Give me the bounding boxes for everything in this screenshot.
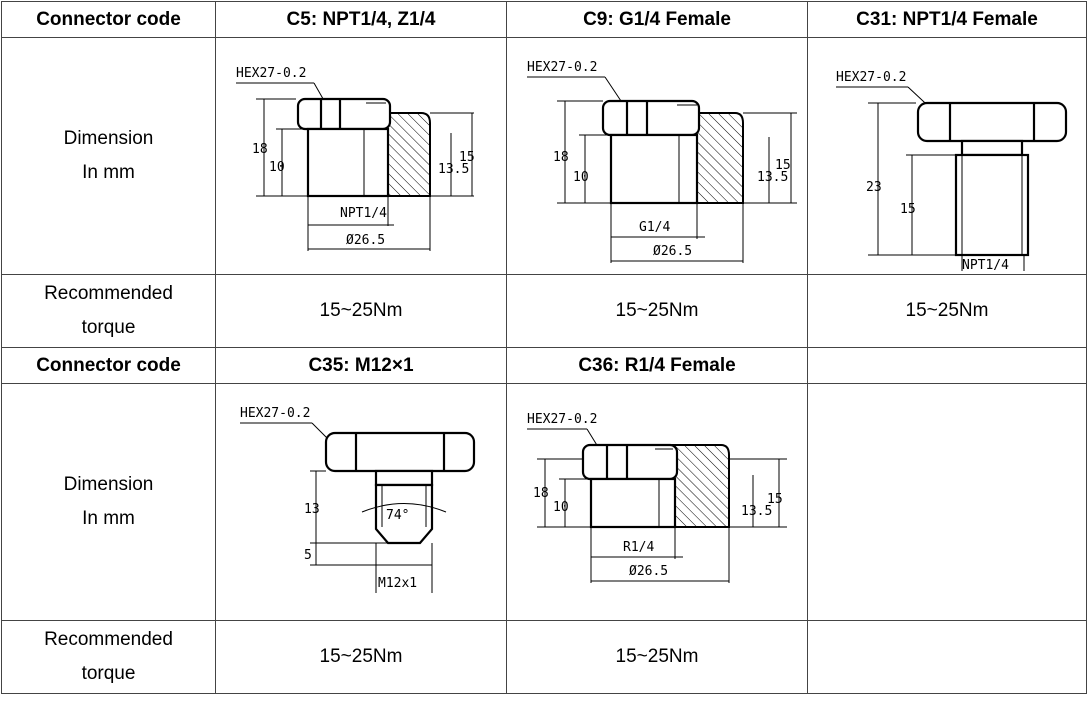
c35-hex-label: HEX27-0.2 bbox=[240, 406, 310, 421]
c5-h-outer: 15 bbox=[459, 150, 475, 165]
drawing-cell-empty bbox=[807, 383, 1087, 621]
torque-c35: 15~25Nm bbox=[215, 620, 507, 694]
connector-code-c5: C5: NPT1/4, Z1/4 bbox=[215, 1, 507, 38]
c31-drawing: HEX27-0.2 23 15 NPT1/4 bbox=[836, 70, 1068, 271]
c5-h-thread: 13.5 bbox=[438, 162, 469, 177]
connector-code-empty bbox=[807, 347, 1087, 384]
drawing-cell-c36: HEX27-0.2 18 10 13.5 bbox=[506, 383, 808, 621]
c36-diameter: Ø26.5 bbox=[629, 564, 668, 579]
torque-c31: 15~25Nm bbox=[807, 274, 1087, 348]
c9-h-outer: 15 bbox=[775, 158, 791, 173]
c5-thread: NPT1/4 bbox=[340, 206, 387, 221]
dimension-label: Dimension In mm bbox=[1, 37, 216, 275]
c9-hex-label: HEX27-0.2 bbox=[527, 60, 597, 75]
c9-h-thread: 13.5 bbox=[757, 170, 788, 185]
c36-hex-label: HEX27-0.2 bbox=[527, 412, 597, 427]
dimension-label-2: Dimension In mm bbox=[1, 383, 216, 621]
connector-code-c36: C36: R1/4 Female bbox=[506, 347, 808, 384]
torque-empty bbox=[807, 620, 1087, 694]
c9-h-inner: 10 bbox=[573, 170, 589, 185]
drawing-cell-c35: HEX27-0.2 74° 13 5 M12x1 bbox=[215, 383, 507, 621]
c5-hex-label: HEX27-0.2 bbox=[236, 66, 306, 81]
c31-h-total: 23 bbox=[866, 180, 882, 195]
torque-c5: 15~25Nm bbox=[215, 274, 507, 348]
c36-h-total: 18 bbox=[533, 486, 549, 501]
header-label: Connector code bbox=[1, 1, 216, 38]
drawing-cell-c31: HEX27-0.2 23 15 NPT1/4 bbox=[807, 37, 1087, 275]
c5-diameter: Ø26.5 bbox=[346, 233, 385, 248]
torque-c36: 15~25Nm bbox=[506, 620, 808, 694]
connector-code-c35: C35: M12×1 bbox=[215, 347, 507, 384]
c5-drawing: HEX27-0.2 18 10 bbox=[236, 66, 475, 251]
torque-row-1: Recommended torque 15~25Nm 15~25Nm 15~25… bbox=[1, 274, 1087, 348]
connector-code-c31: C31: NPT1/4 Female bbox=[807, 1, 1087, 38]
torque-row-2: Recommended torque 15~25Nm 15~25Nm bbox=[1, 620, 1087, 694]
c36-h-thread: 13.5 bbox=[741, 504, 772, 519]
c35-drawing: HEX27-0.2 74° 13 5 M12x1 bbox=[240, 406, 476, 593]
header-row-1: Connector code C5: NPT1/4, Z1/4 C9: G1/4… bbox=[1, 1, 1087, 38]
dimension-row-1: Dimension In mm HEX27-0.2 bbox=[1, 37, 1087, 275]
c31-hex-label: HEX27-0.2 bbox=[836, 70, 906, 85]
c9-h-total: 18 bbox=[553, 150, 569, 165]
drawing-cell-c5: HEX27-0.2 18 10 bbox=[215, 37, 507, 275]
c9-thread: G1/4 bbox=[639, 220, 670, 235]
torque-c9: 15~25Nm bbox=[506, 274, 808, 348]
c36-h-outer: 15 bbox=[767, 492, 783, 507]
c31-thread: NPT1/4 bbox=[962, 258, 1009, 271]
dimension-row-2: Dimension In mm HEX27-0.2 74° bbox=[1, 383, 1087, 621]
c35-thread: M12x1 bbox=[378, 576, 417, 591]
connector-code-c9: C9: G1/4 Female bbox=[506, 1, 808, 38]
c36-drawing: HEX27-0.2 18 10 13.5 bbox=[527, 412, 787, 583]
torque-label: Recommended torque bbox=[1, 274, 216, 348]
header-row-2: Connector code C35: M12×1 C36: R1/4 Fema… bbox=[1, 347, 1087, 384]
c9-diameter: Ø26.5 bbox=[653, 244, 692, 259]
c35-angle: 74° bbox=[386, 508, 409, 523]
header-label-2: Connector code bbox=[1, 347, 216, 384]
c9-drawing: HEX27-0.2 18 10 13.5 bbox=[527, 60, 797, 263]
c35-h-tip: 5 bbox=[304, 548, 312, 563]
c5-h-total: 18 bbox=[252, 142, 268, 157]
c35-h-body: 13 bbox=[304, 502, 320, 517]
c5-h-inner: 10 bbox=[269, 160, 285, 175]
c36-h-inner: 10 bbox=[553, 500, 569, 515]
c36-thread: R1/4 bbox=[623, 540, 654, 555]
torque-label-2: Recommended torque bbox=[1, 620, 216, 694]
c31-h-thread: 15 bbox=[900, 202, 916, 217]
drawing-cell-c9: HEX27-0.2 18 10 13.5 bbox=[506, 37, 808, 275]
connector-table: Connector code C5: NPT1/4, Z1/4 C9: G1/4… bbox=[1, 1, 1087, 694]
